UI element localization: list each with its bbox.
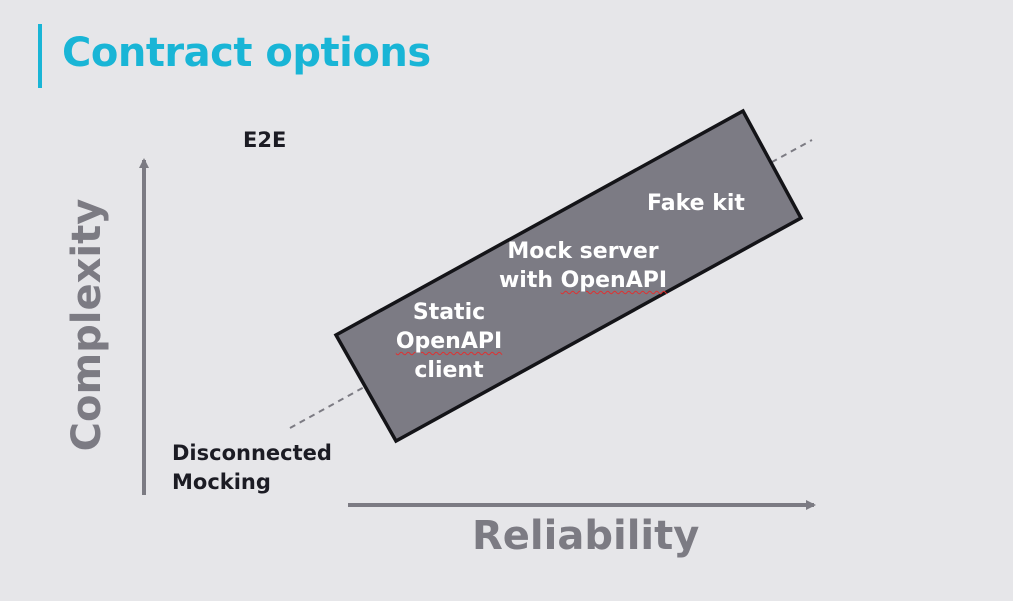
item-mock-line1: Mock server xyxy=(507,239,659,264)
item-static-line1: Static xyxy=(412,300,486,325)
item-static-line2: OpenAPI xyxy=(395,329,503,354)
item-fake-kit: Fake kit xyxy=(647,191,745,216)
title-accent-bar xyxy=(38,24,42,88)
x-axis-title: Reliability xyxy=(472,513,700,559)
label-disconnected-line1: Disconnected xyxy=(172,441,332,465)
item-static-openapi-client: Static OpenAPI client xyxy=(396,298,502,385)
options-band-box xyxy=(333,108,804,444)
item-mock-server: Mock server with OpenAPI xyxy=(499,237,667,295)
label-disconnected-line2: Mocking xyxy=(172,470,271,494)
label-disconnected-mocking: Disconnected Mocking xyxy=(172,439,332,497)
item-static-line3: client xyxy=(414,358,484,383)
item-mock-line2: with OpenAPI xyxy=(498,268,668,293)
slide-title: Contract options xyxy=(62,30,431,76)
label-e2e: E2E xyxy=(243,128,287,152)
y-axis-title: Complexity xyxy=(64,198,110,452)
